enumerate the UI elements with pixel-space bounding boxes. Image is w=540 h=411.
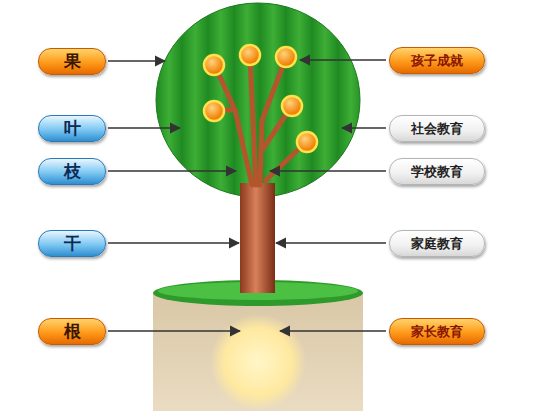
leader-arrow (342, 127, 386, 129)
tree-branches (215, 56, 305, 185)
part-label: 枝 (38, 158, 106, 185)
tree-trunk (240, 183, 275, 293)
label-text: 根 (64, 320, 81, 343)
education-label: 孩子成就 (389, 47, 485, 74)
tree-crown (156, 3, 360, 197)
leader-arrows (108, 60, 386, 331)
leader-arrow (280, 330, 386, 332)
label-text: 果 (64, 50, 81, 73)
leader-arrow (108, 330, 240, 332)
fruit (282, 96, 302, 116)
label-text: 家庭教育 (411, 235, 463, 253)
part-label: 叶 (38, 115, 106, 142)
label-text: 学校教育 (411, 163, 463, 181)
root-glow (210, 314, 306, 410)
branch (250, 56, 256, 185)
label-text: 枝 (64, 160, 81, 183)
branch (215, 66, 252, 185)
label-text: 叶 (64, 117, 81, 140)
leader-arrow (108, 60, 165, 62)
leader-arrow (108, 170, 236, 172)
fruit (204, 55, 224, 75)
leader-arrow (270, 170, 386, 172)
education-label: 学校教育 (389, 158, 485, 185)
fruit (240, 45, 260, 65)
soil-block (153, 293, 363, 411)
leader-arrow (108, 242, 239, 244)
label-text: 孩子成就 (411, 52, 463, 70)
education-label: 家庭教育 (389, 230, 485, 257)
fruit (204, 101, 224, 121)
part-label: 果 (38, 48, 106, 75)
education-label: 家长教育 (389, 318, 485, 345)
leader-arrow (300, 59, 386, 61)
part-label: 根 (38, 318, 106, 345)
leader-arrow (276, 242, 386, 244)
part-label: 干 (38, 230, 106, 257)
fruit (297, 132, 317, 152)
education-label: 社会教育 (389, 115, 485, 142)
leader-arrow (108, 127, 180, 129)
fruits (204, 45, 317, 152)
label-text: 社会教育 (411, 120, 463, 138)
label-text: 家长教育 (411, 323, 463, 341)
label-text: 干 (64, 232, 81, 255)
fruit (276, 47, 296, 67)
